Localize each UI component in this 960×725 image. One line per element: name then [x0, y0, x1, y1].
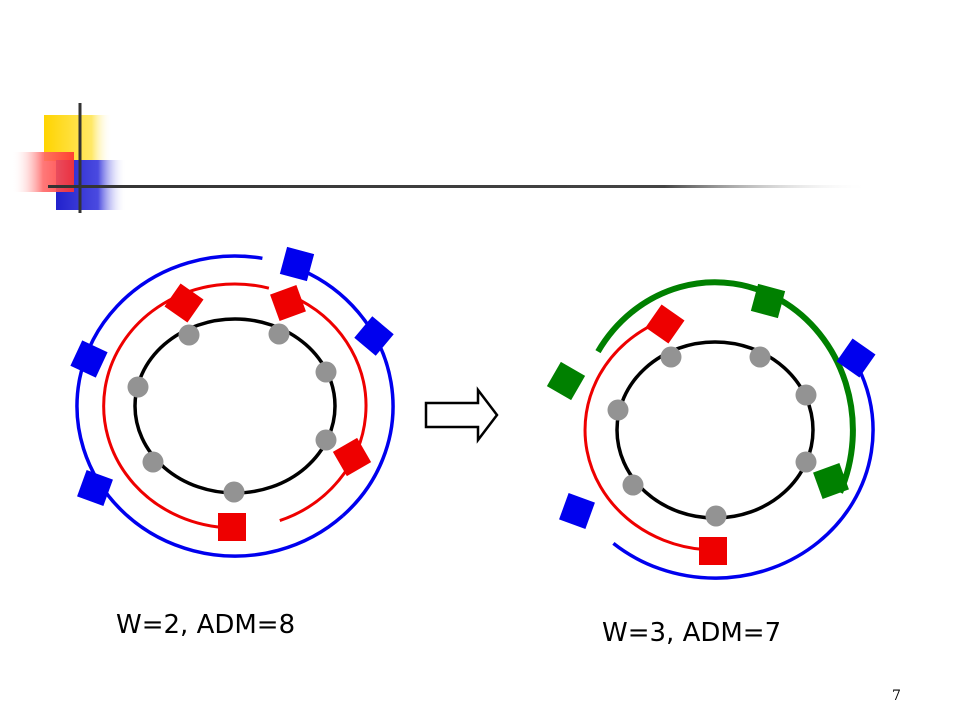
- network-node: [142, 451, 164, 473]
- blue-adm: [279, 246, 315, 282]
- red-wavelength-path: [102, 282, 270, 530]
- caption-left: W=2, ADM=8: [116, 610, 296, 640]
- network-node: [178, 324, 200, 346]
- blue-adm: [559, 493, 595, 529]
- green-adm: [813, 463, 849, 499]
- network-node: [607, 399, 629, 421]
- ring-diagram-left: [70, 246, 395, 558]
- blue-adm: [77, 470, 113, 506]
- blue-adm: [836, 338, 876, 378]
- red-adm: [699, 537, 727, 565]
- network-node: [705, 505, 727, 527]
- network-node: [268, 323, 290, 345]
- right-arrow-icon: [424, 386, 499, 444]
- caption-right: W=3, ADM=7: [602, 618, 782, 648]
- physical-ring: [133, 317, 337, 495]
- network-node: [127, 376, 149, 398]
- header-rule: [48, 185, 870, 188]
- red-adm: [645, 304, 685, 344]
- network-node: [315, 429, 337, 451]
- green-adm: [750, 283, 786, 319]
- ring-diagram-right: [546, 279, 876, 580]
- green-adm: [546, 361, 586, 401]
- blue-adm: [354, 316, 394, 356]
- color-squares-logo: [12, 103, 126, 213]
- network-node: [749, 346, 771, 368]
- network-node: [223, 481, 245, 503]
- page-number: 7: [892, 688, 901, 704]
- network-node: [795, 384, 817, 406]
- blue-adm: [70, 340, 108, 378]
- network-node: [622, 474, 644, 496]
- red-wavelength-path: [279, 298, 368, 523]
- red-adm: [218, 513, 246, 541]
- blue-wavelength-path: [612, 350, 875, 580]
- red-adm: [270, 285, 306, 321]
- red-wavelength-path: [583, 319, 704, 551]
- network-node: [315, 361, 337, 383]
- physical-ring: [615, 340, 815, 520]
- network-node: [660, 346, 682, 368]
- red-adm: [164, 283, 204, 323]
- blue-wavelength-path: [75, 254, 344, 558]
- red-adm: [332, 437, 372, 477]
- blue-wavelength-path: [301, 268, 395, 518]
- network-node: [795, 451, 817, 473]
